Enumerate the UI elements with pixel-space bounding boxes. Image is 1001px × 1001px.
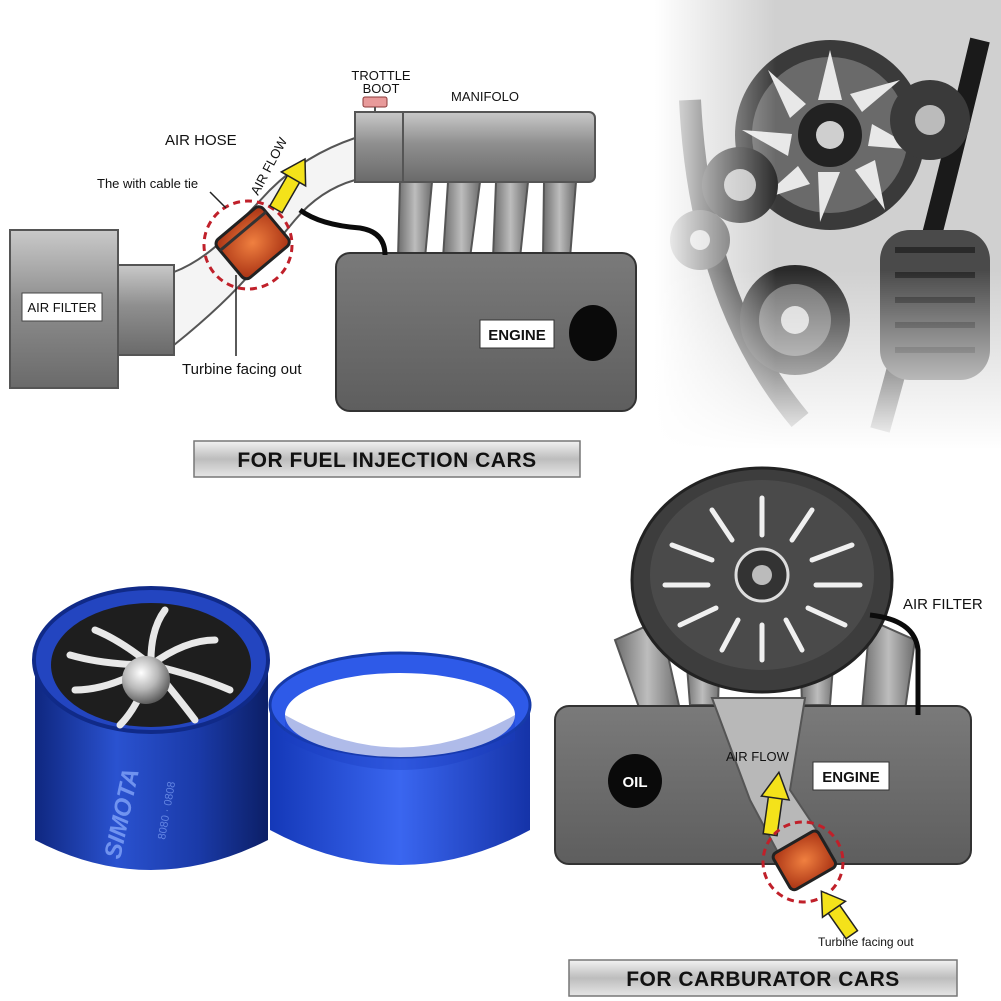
carb-turbine-unit — [761, 820, 845, 904]
manifold-label: MANIFOLO — [451, 89, 519, 104]
oil-label: OIL — [623, 774, 648, 791]
intake-runners — [396, 181, 578, 259]
turbine-note-label: Turbine facing out — [182, 361, 302, 378]
engine-photo — [655, 0, 1001, 450]
airflow-arrow — [268, 157, 307, 214]
cable-tie-label: The with cable tie — [97, 176, 198, 191]
carb-air-filter-label: AIR FILTER — [903, 596, 983, 613]
carburator-diagram: AIR FILTER OIL ENGINE AIR FLOW Turbine f… — [554, 466, 983, 997]
carburator-banner-text: FOR CARBURATOR CARS — [626, 968, 900, 991]
carb-turbine-note-label: Turbine facing out — [818, 935, 914, 949]
carb-air-flow-label: AIR FLOW — [726, 749, 790, 764]
sensor-wire — [298, 207, 388, 256]
carb-airflow-arrow — [760, 770, 791, 837]
carb-engine-label: ENGINE — [822, 769, 880, 786]
air-hose-label: AIR HOSE — [165, 132, 237, 149]
engine-port — [569, 305, 617, 361]
turbine-unit — [202, 199, 294, 291]
engine-label: ENGINE — [488, 327, 546, 344]
fuel-injection-banner-text: FOR FUEL INJECTION CARS — [237, 449, 536, 472]
carb-air-filter — [630, 466, 894, 694]
carburator-banner — [568, 959, 958, 997]
carb-inflow-arrow — [820, 890, 859, 940]
oil-badge — [608, 754, 662, 808]
center-bolt — [122, 656, 170, 704]
turbo-fan-product-photo: SIMOTA 8080 · 0808 — [32, 586, 532, 870]
throttle-boot — [362, 96, 388, 108]
fuel-injection-banner — [193, 440, 581, 478]
air-filter-label: AIR FILTER — [27, 300, 96, 315]
turbine-highlight-ring — [202, 199, 294, 291]
